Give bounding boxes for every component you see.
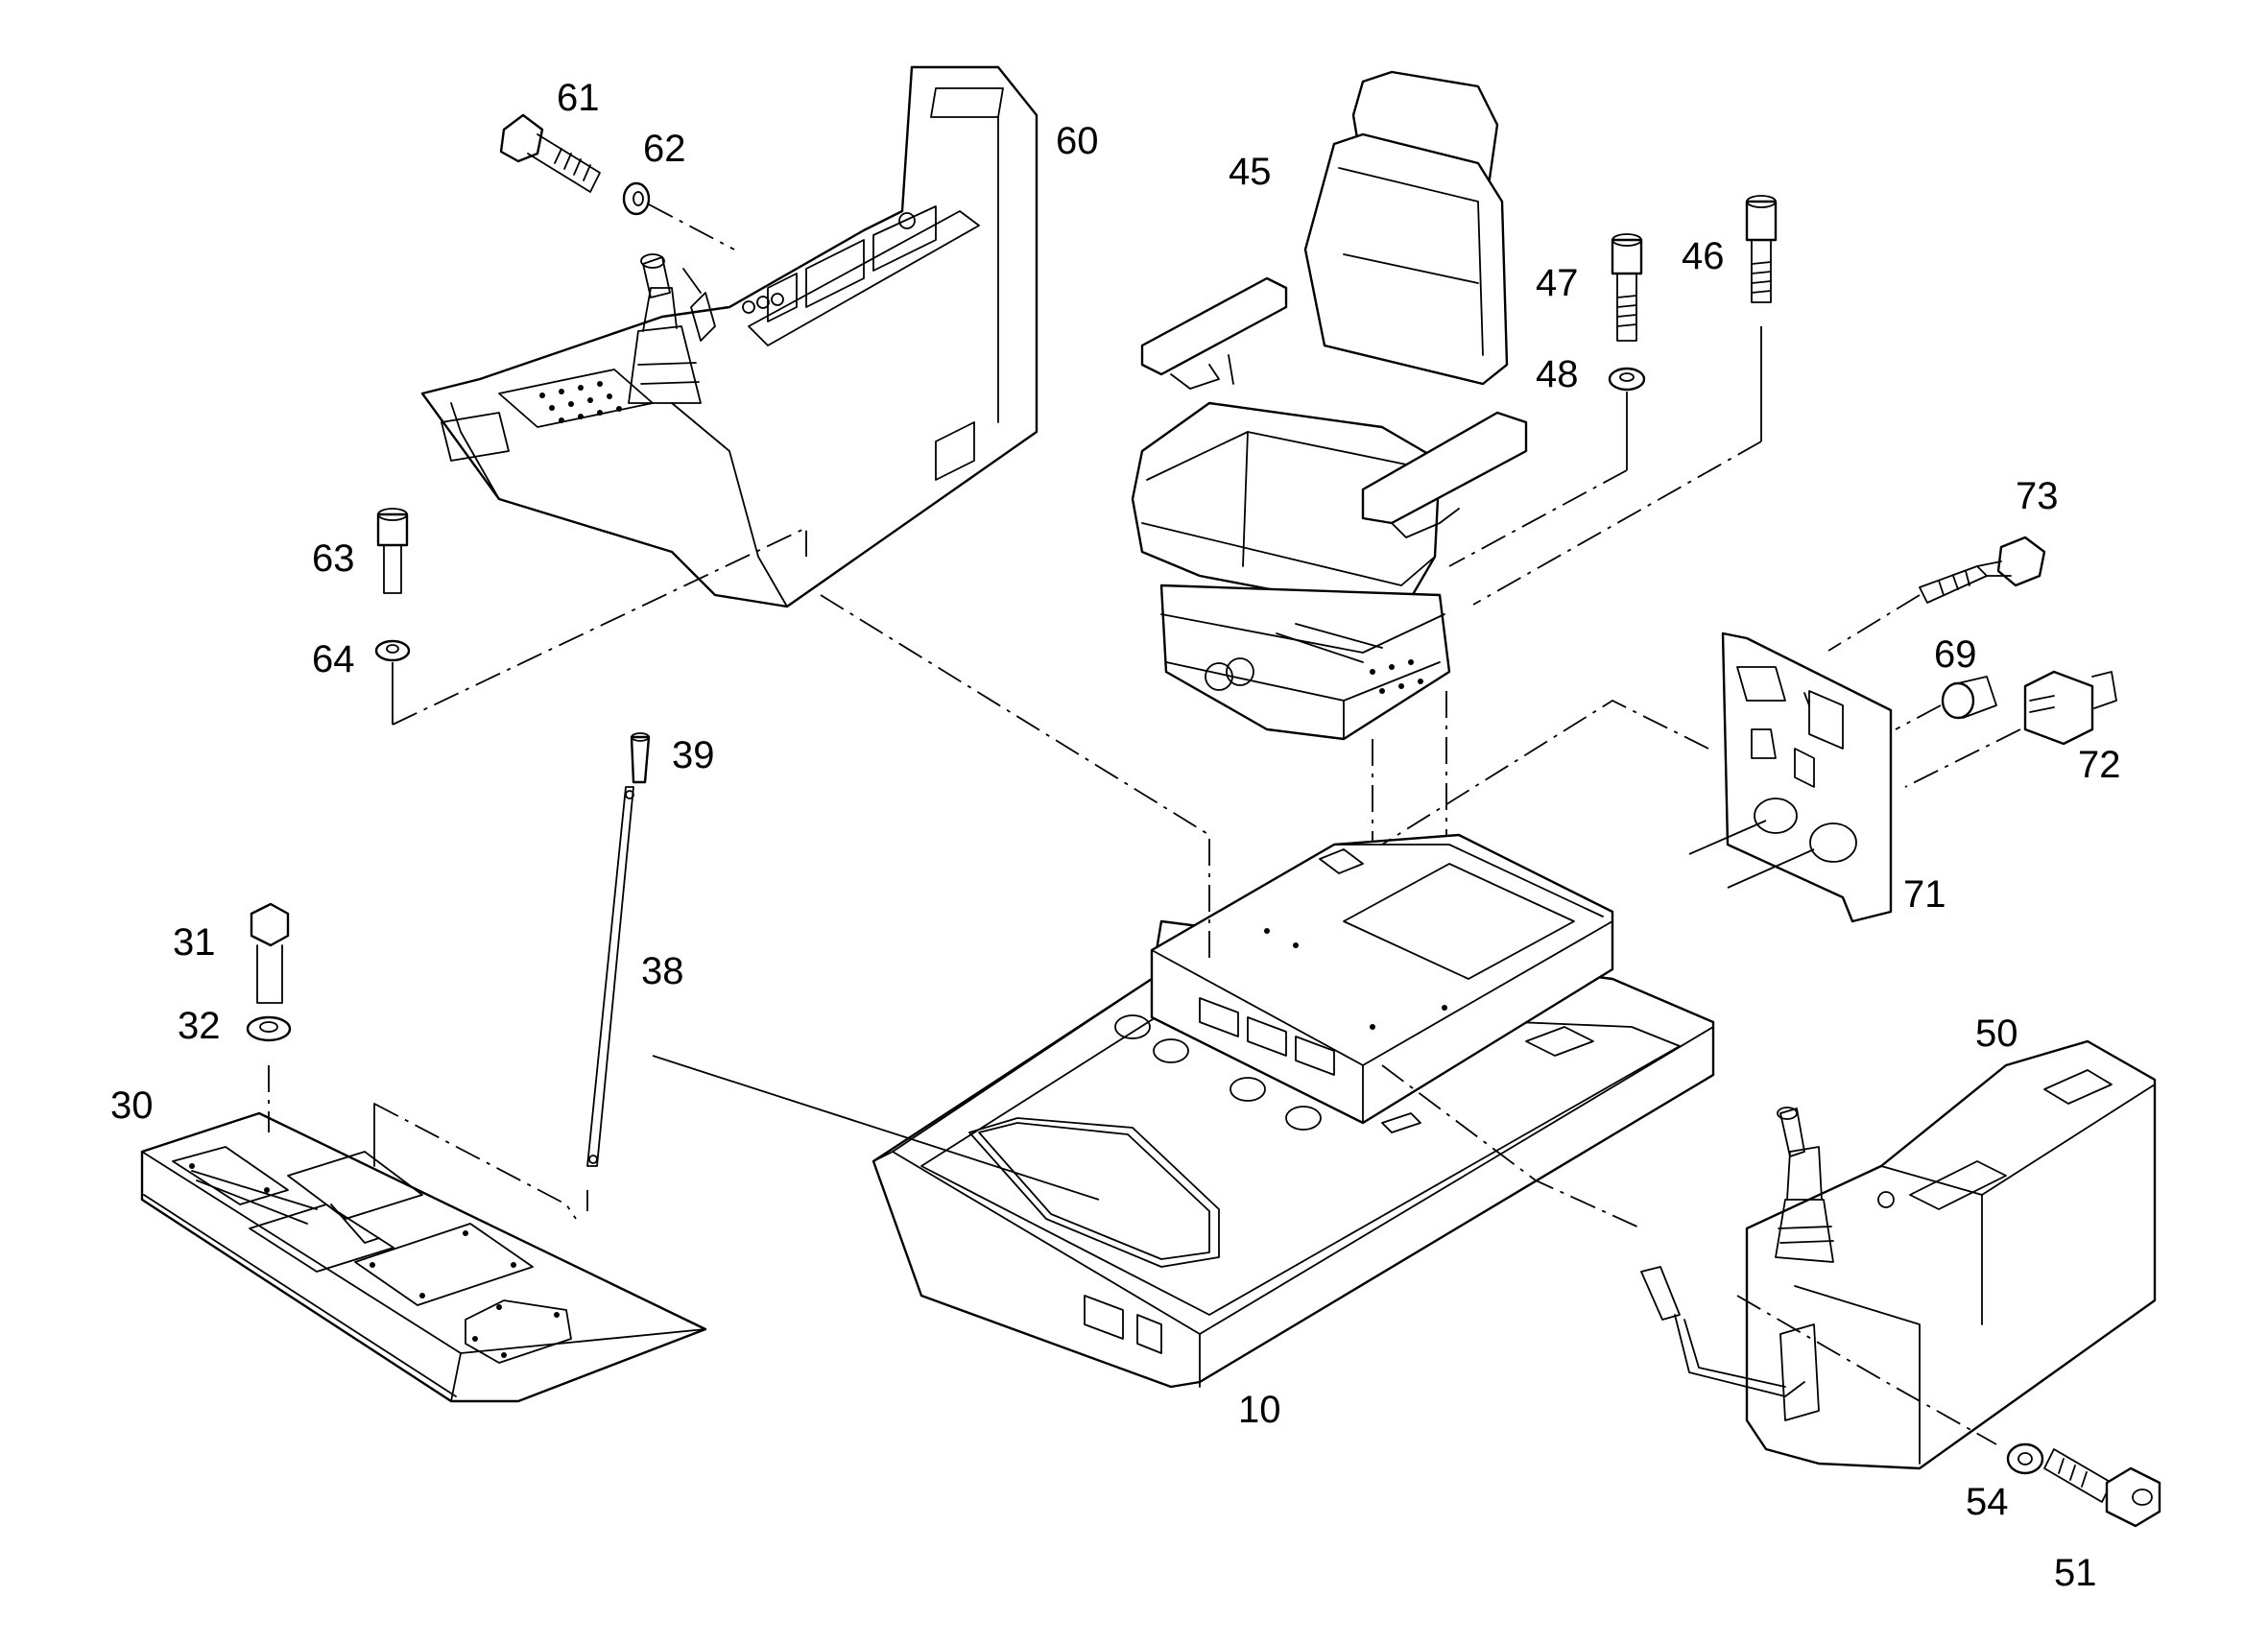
assembly-line-69 bbox=[1895, 704, 1942, 730]
label-73: 73 bbox=[2016, 475, 2059, 517]
rod-38 bbox=[586, 786, 634, 1167]
bolt-61 bbox=[499, 113, 601, 193]
label-31: 31 bbox=[173, 921, 216, 964]
bolt-63 bbox=[376, 508, 409, 594]
cab-floor-plate bbox=[871, 833, 1715, 1389]
left-control-console bbox=[420, 65, 1039, 608]
label-71: 71 bbox=[1903, 873, 1946, 916]
operator-seat bbox=[1131, 70, 1528, 741]
assembly-line-73 bbox=[1827, 594, 1921, 652]
label-51: 51 bbox=[2054, 1552, 2097, 1594]
assembly-line-72 bbox=[1904, 728, 2021, 788]
pedal-plate-30 bbox=[140, 1111, 707, 1403]
label-10: 10 bbox=[1238, 1389, 1281, 1431]
washer-64 bbox=[374, 639, 411, 662]
label-63: 63 bbox=[312, 537, 355, 580]
washer-62 bbox=[622, 181, 651, 216]
washer-32 bbox=[246, 1015, 292, 1042]
connector-72 bbox=[2023, 670, 2117, 746]
label-48: 48 bbox=[1536, 353, 1579, 395]
washer-48 bbox=[1608, 367, 1646, 392]
leader-38 bbox=[652, 1055, 1100, 1201]
label-32: 32 bbox=[178, 1005, 221, 1047]
label-38: 38 bbox=[641, 950, 684, 992]
bolt-31 bbox=[250, 902, 290, 1004]
label-64: 64 bbox=[312, 638, 355, 680]
bolt-47 bbox=[1611, 233, 1643, 342]
label-39: 39 bbox=[672, 734, 715, 776]
part-labels: 10 30 31 32 38 39 45 46 47 48 50 51 54 6… bbox=[110, 77, 2121, 1594]
bolt-46 bbox=[1745, 195, 1778, 303]
assembly-line-46 bbox=[1472, 441, 1762, 606]
label-30: 30 bbox=[110, 1084, 154, 1127]
bolt-73 bbox=[1919, 536, 2046, 604]
label-62: 62 bbox=[643, 128, 686, 170]
label-61: 61 bbox=[557, 77, 600, 119]
bolt-51 bbox=[2043, 1448, 2161, 1528]
assembly-line-51 bbox=[1736, 1295, 1997, 1445]
assembly-line-48 bbox=[1448, 469, 1628, 567]
assembly-line-63 bbox=[392, 526, 807, 726]
label-47: 47 bbox=[1536, 262, 1579, 304]
plug-69 bbox=[1941, 676, 1997, 720]
label-72: 72 bbox=[2078, 744, 2121, 786]
label-46: 46 bbox=[1682, 235, 1725, 277]
leader-71b bbox=[1727, 848, 1815, 889]
label-69: 69 bbox=[1934, 633, 1977, 676]
leader-71a bbox=[1688, 820, 1767, 855]
assembly-line-62 bbox=[648, 203, 735, 250]
assembly-line-38 bbox=[373, 1103, 577, 1220]
label-60: 60 bbox=[1056, 120, 1099, 162]
assembly-line-71 bbox=[1381, 699, 1709, 846]
washer-54 bbox=[2006, 1442, 2044, 1475]
label-45: 45 bbox=[1229, 151, 1272, 193]
assembly-line-50 bbox=[1381, 1064, 1642, 1229]
cap-39 bbox=[630, 732, 651, 784]
label-50: 50 bbox=[1975, 1013, 2018, 1055]
label-54: 54 bbox=[1966, 1481, 2009, 1523]
right-control-console bbox=[1640, 1039, 2157, 1470]
switch-plate-71 bbox=[1721, 631, 1893, 923]
console-60-line bbox=[820, 594, 1210, 960]
